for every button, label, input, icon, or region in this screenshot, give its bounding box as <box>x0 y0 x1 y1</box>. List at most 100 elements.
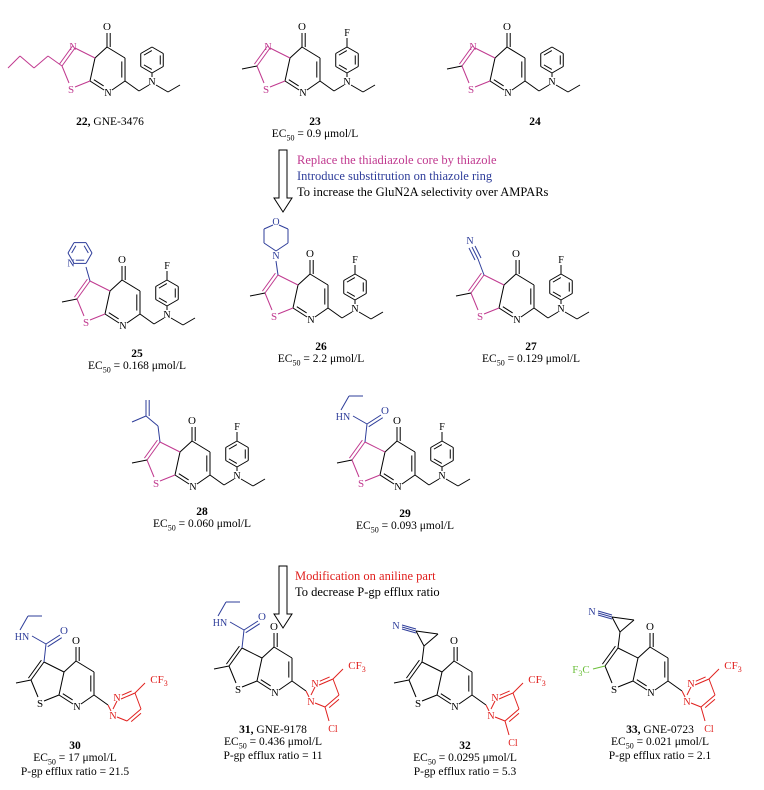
compound-26-label: 26 EC50 = 2.2 μmol/L <box>246 341 396 367</box>
bond <box>358 311 372 320</box>
ring-nitrogen: N <box>189 482 196 493</box>
bond <box>126 708 142 722</box>
cf3-label: CF3 <box>724 660 741 674</box>
bond <box>61 47 76 67</box>
bond <box>461 65 470 84</box>
bond <box>694 678 710 686</box>
bond <box>151 66 164 74</box>
sulfur-atom: S <box>83 317 89 329</box>
bond <box>560 273 573 281</box>
sulfur-atom: S <box>68 84 74 96</box>
aromatic-bond <box>543 64 553 70</box>
compound-number: 31, <box>239 724 254 736</box>
bond <box>700 694 716 708</box>
carbonyl-oxygen: O <box>450 635 458 647</box>
double-bond <box>144 439 158 459</box>
bond <box>67 242 75 254</box>
bond <box>159 474 176 482</box>
bond <box>354 293 367 301</box>
double-bond <box>226 645 240 665</box>
bond <box>551 66 564 74</box>
bond <box>352 415 368 425</box>
bond <box>256 680 272 691</box>
bond <box>19 55 35 69</box>
aniline-nitrogen: N <box>163 310 170 321</box>
ring-nitrogen: N <box>647 688 654 699</box>
nitrile-nitrogen: N <box>466 236 473 247</box>
bond <box>153 317 165 325</box>
bond <box>592 665 606 670</box>
bond <box>306 80 321 91</box>
compound-27-label: 27 EC50 = 0.129 μmol/L <box>456 341 606 367</box>
bond <box>512 682 524 694</box>
bond <box>474 47 496 59</box>
bond <box>85 266 91 282</box>
bond <box>182 317 196 326</box>
bond <box>229 621 245 631</box>
bond <box>415 630 425 647</box>
double-bond <box>499 690 510 696</box>
bond <box>503 273 517 286</box>
bond <box>362 84 376 93</box>
sulfur-atom: S <box>263 84 269 96</box>
bond <box>243 620 259 631</box>
bond <box>708 668 720 680</box>
bond <box>305 690 310 698</box>
bond <box>520 307 535 318</box>
bond <box>116 716 128 722</box>
compound-pgp: P-gp efflux ratio = 5.3 <box>413 766 517 779</box>
aniline-nitrogen: N <box>343 77 350 88</box>
bond <box>167 84 181 93</box>
bond <box>498 692 514 700</box>
ring-nitrogen: N <box>469 42 476 53</box>
bond <box>351 459 360 478</box>
bond <box>327 307 343 319</box>
bond <box>155 84 169 93</box>
ring-nitrogen: N <box>513 315 520 326</box>
bond <box>297 273 311 286</box>
double-bond <box>502 306 513 314</box>
bond <box>261 646 275 659</box>
bond <box>241 647 263 659</box>
nitrile-bond <box>401 628 417 634</box>
double-bond <box>47 637 63 648</box>
ring-nitrogen: N <box>119 321 126 332</box>
bond <box>275 260 279 276</box>
compound-pgp: P-gp efflux ratio = 2.1 <box>608 750 712 763</box>
bond <box>483 307 500 315</box>
bond <box>637 646 651 659</box>
bond <box>604 665 613 684</box>
bond <box>393 679 410 684</box>
double-bond <box>288 79 299 87</box>
bond <box>436 694 452 705</box>
pyrazole-n1: N <box>683 697 690 708</box>
bond <box>506 46 526 59</box>
compound-number: 27 <box>525 341 537 353</box>
bond <box>690 702 702 708</box>
bond <box>166 299 179 307</box>
bond <box>19 615 29 631</box>
bond <box>109 279 123 292</box>
bond <box>314 307 329 318</box>
ring-nitrogen: N <box>271 688 278 699</box>
ring-nitrogen: N <box>394 482 401 493</box>
bond <box>567 84 581 93</box>
sulfur-atom: S <box>153 478 159 490</box>
annotation-replace-core: Replace the thiadiazole core by thiazole <box>297 153 497 167</box>
bond <box>80 694 95 705</box>
double-bond <box>459 45 473 65</box>
bond <box>249 292 266 297</box>
bond <box>63 660 77 673</box>
bond <box>94 46 108 59</box>
bond <box>461 47 476 67</box>
bond <box>408 679 417 698</box>
bond <box>170 317 184 326</box>
aromatic-bond <box>158 297 168 303</box>
bond <box>275 242 289 252</box>
bond <box>85 252 93 264</box>
bond <box>471 694 487 706</box>
pyrazole-n2: N <box>311 679 318 690</box>
bond <box>30 679 39 698</box>
